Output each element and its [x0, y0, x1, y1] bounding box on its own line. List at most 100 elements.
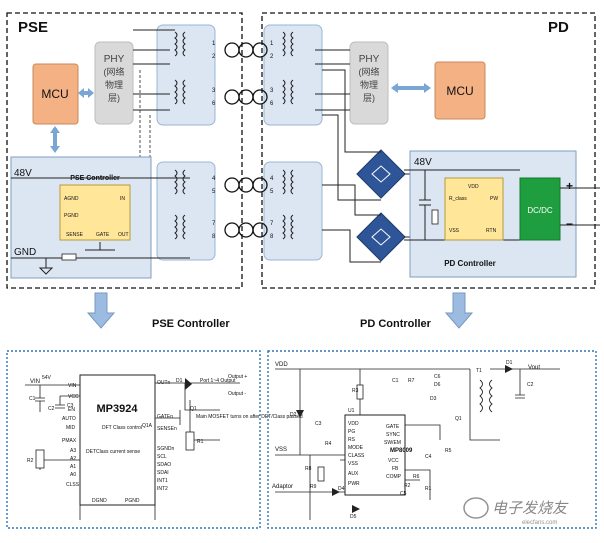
pin-5: 5	[212, 189, 216, 195]
pin-5-right: 5	[270, 189, 274, 195]
pse-title: PSE	[18, 19, 48, 36]
mcu-right-label: MCU	[446, 84, 473, 98]
phy-left-line-1: PHY	[104, 54, 125, 65]
pd-controller-label: PD Controller	[444, 259, 496, 268]
svg-text:RS: RS	[348, 437, 356, 443]
dcdc-label: DC/DC	[527, 206, 553, 215]
pd-rclass-resistor	[431, 209, 439, 225]
svg-text:D3: D3	[430, 396, 437, 402]
dcdc-box	[519, 177, 561, 241]
mp8009-label: MP8009	[390, 448, 413, 454]
pd-title: PD	[548, 19, 569, 36]
svg-text:SENSEn: SENSEn	[157, 426, 177, 432]
pse-48v: 48V	[14, 168, 32, 179]
svg-text:SCL: SCL	[157, 454, 167, 460]
svg-text:R6: R6	[413, 474, 420, 480]
pd-pin-vdd: VDD	[468, 184, 479, 190]
pse-pin-sense: SENSE	[66, 232, 84, 238]
svg-text:C5: C5	[400, 491, 407, 497]
svg-text:R9: R9	[310, 484, 317, 490]
u1-label: U1	[348, 408, 355, 414]
watermark: 电子发烧友 elecfans.com	[463, 497, 569, 526]
label-d1: D1	[176, 378, 183, 384]
svg-text:PMAX: PMAX	[62, 438, 77, 444]
svg-text:CLSS: CLSS	[66, 482, 80, 488]
pin-8-right: 8	[270, 234, 274, 240]
pd-d2	[296, 410, 304, 418]
svg-text:C4: C4	[425, 454, 432, 460]
bridge-wires	[322, 69, 412, 263]
svg-text:CLASS: CLASS	[348, 453, 365, 459]
pin-2: 2	[212, 54, 216, 60]
pd-pin-rtn: RTN	[486, 228, 497, 234]
pse-mosfet	[85, 242, 115, 251]
port-label: Port 1~4 Output	[200, 378, 236, 384]
label-q1: Q1	[190, 406, 197, 412]
pd-d4	[332, 488, 340, 496]
pse-sense-resistor	[61, 253, 77, 261]
mp8009-chip	[344, 414, 406, 496]
svg-text:VDD: VDD	[348, 421, 359, 427]
svg-text:AUX: AUX	[348, 471, 359, 477]
pd-r9	[317, 466, 325, 482]
pin-7: 7	[212, 221, 216, 227]
phy-right-box	[349, 41, 389, 125]
mp3924-left-pins: VIN VCC EN AUTO MID PMAX A3 A2 A1 A0 CLS…	[62, 383, 80, 488]
pd-transformer-bottom	[263, 161, 323, 261]
phy-left-box	[94, 41, 134, 125]
pse-pin-gate: GATE	[96, 232, 110, 238]
svg-text:R1: R1	[425, 486, 432, 492]
pin-4: 4	[212, 176, 216, 182]
pse-pin-agnd: AGND	[64, 196, 79, 202]
svg-text:EN: EN	[68, 407, 75, 413]
svg-text:VCC: VCC	[388, 458, 399, 464]
svg-text:D5: D5	[350, 514, 357, 520]
dcdc-minus: −	[566, 217, 573, 231]
svg-text:AUTO: AUTO	[62, 416, 76, 422]
pin-1-right: 1	[270, 41, 274, 47]
pse-schematic-wires	[25, 382, 240, 520]
phy-left-line-4: 层)	[108, 93, 120, 103]
vin-value: 54V	[42, 375, 52, 381]
svg-text:R2: R2	[404, 483, 411, 489]
svg-text:SDAI: SDAI	[157, 470, 169, 476]
note-dft: DFT Class control	[102, 425, 142, 431]
pin-6-right: 6	[270, 101, 274, 107]
twisted-pairs	[224, 42, 268, 238]
pse-chip	[59, 184, 131, 241]
svg-text:GATE: GATE	[386, 424, 400, 430]
svg-text:R5: R5	[445, 448, 452, 454]
phy-left-line-3: 物理	[105, 79, 123, 90]
pse-transformer-bottom	[156, 161, 216, 261]
pin-3: 3	[212, 88, 216, 94]
svg-text:A1: A1	[70, 464, 76, 470]
watermark-text: 电子发烧友	[492, 500, 569, 517]
pd-chip	[444, 177, 504, 241]
pse-pin-in: IN	[120, 196, 125, 202]
pse-pin-out: OUT	[118, 232, 129, 238]
pd-vdd-net: VDD	[275, 362, 288, 368]
mp8009-left-pins: VDD PG RS MODE CLASS VSS AUX PWR	[348, 421, 365, 487]
mcu-left-box	[32, 63, 79, 125]
svg-text:INT2: INT2	[157, 486, 168, 492]
pd-d1	[505, 365, 513, 373]
svg-text:R7: R7	[408, 378, 415, 384]
svg-text:D1: D1	[506, 360, 513, 366]
pd-vss-net: VSS	[275, 447, 287, 453]
svg-text:VIN: VIN	[68, 383, 77, 389]
down-arrow-pse	[86, 292, 116, 329]
mp8009-right-pins: GATE SYNC SW/EM VCC FB COMP	[384, 424, 402, 480]
bridge-rectifier-top	[356, 149, 406, 199]
output-minus: Output -	[228, 391, 246, 397]
pin-3-right: 3	[270, 88, 274, 94]
transformer-coils	[174, 31, 294, 240]
pin-pgnd: PGND	[125, 498, 140, 504]
mp3924-label: MP3924	[97, 403, 139, 415]
svg-text:C2: C2	[527, 382, 534, 388]
watermark-url: elecfans.com	[522, 520, 557, 526]
note-detclass: DETClass current sense	[86, 449, 140, 455]
label-q1a: Q1A	[142, 423, 153, 429]
svg-text:SDAO: SDAO	[157, 462, 171, 468]
pd-input-cap	[419, 170, 431, 240]
